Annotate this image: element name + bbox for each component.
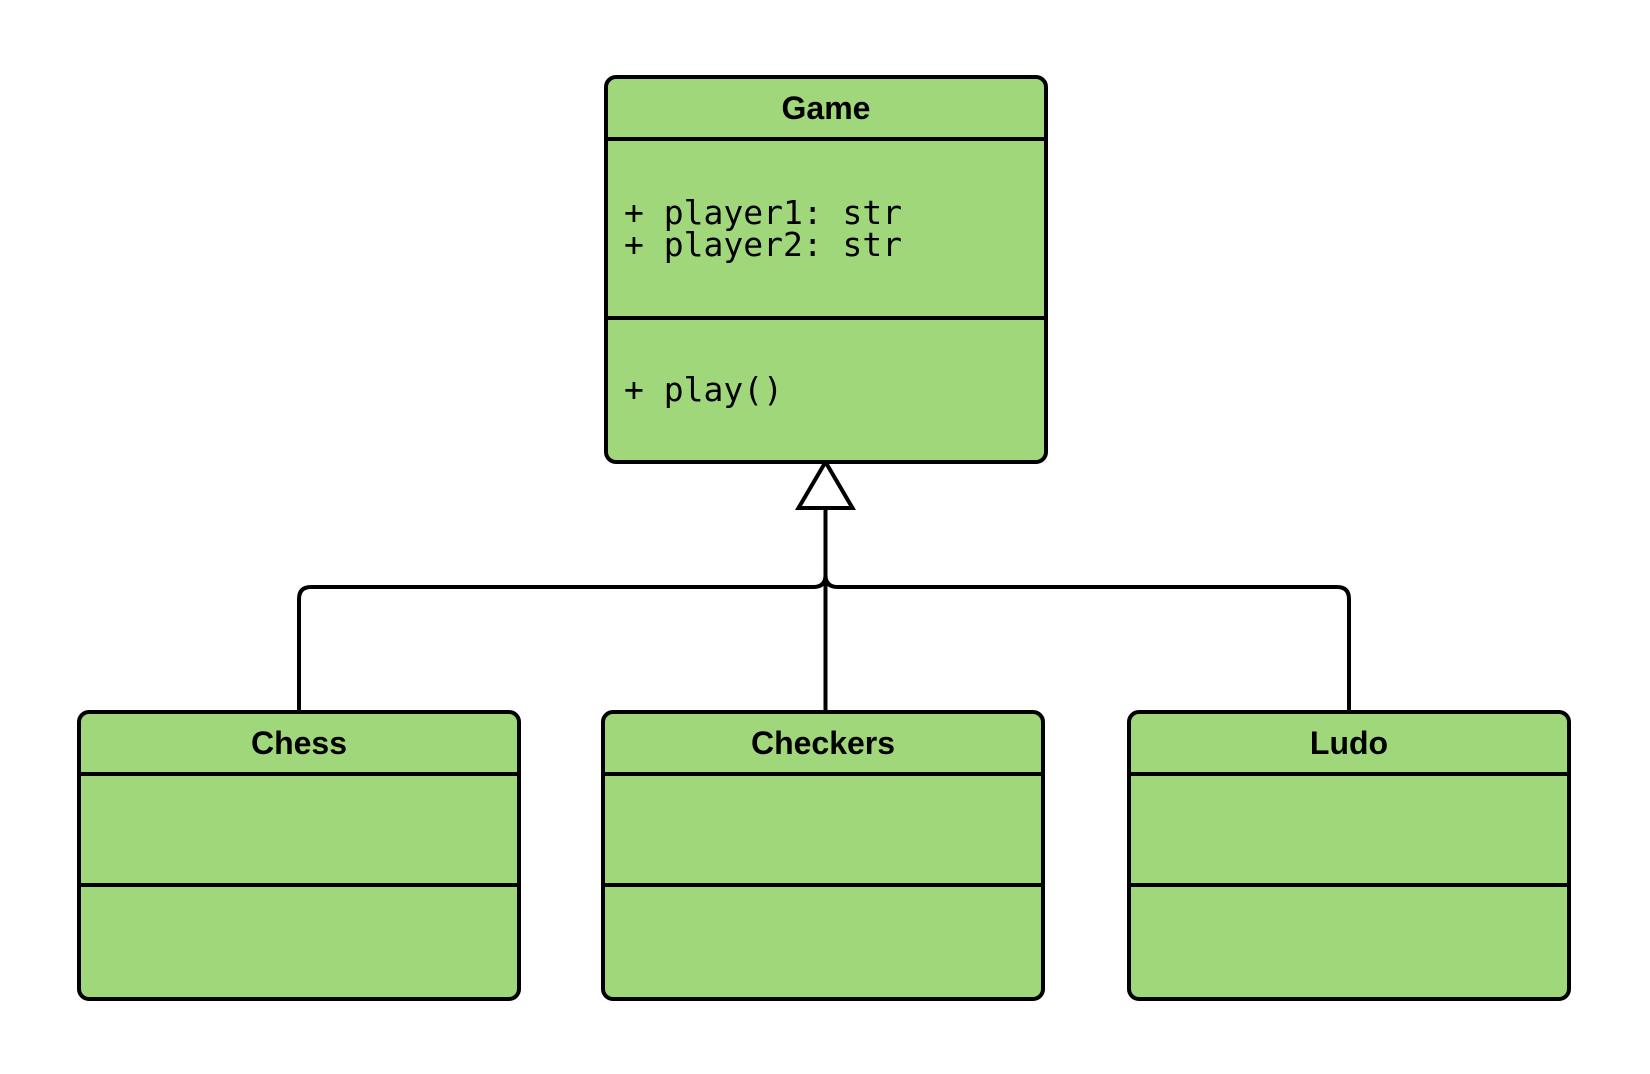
class-attributes-section [1131,776,1567,887]
class-attributes-section [81,776,517,887]
edge-chess-to-game[interactable] [297,508,828,712]
class-node-checkers[interactable]: Checkers [601,710,1045,1001]
class-node-chess[interactable]: Chess [77,710,521,1001]
attribute-line: + player1: str [624,192,903,232]
edge-ludo-to-game[interactable] [823,508,1351,712]
class-attributes-section [605,776,1041,887]
class-methods-section [81,887,517,997]
class-attributes-section: + player1: str + player2: str [608,141,1044,320]
class-title: Chess [81,714,517,776]
class-title: Checkers [605,714,1041,776]
attribute-line: + player2: str [624,224,903,264]
class-methods-section [1131,887,1567,997]
class-node-ludo[interactable]: Ludo [1127,710,1571,1001]
class-methods-section [605,887,1041,997]
class-methods-section: + play() [608,320,1044,460]
class-title: Ludo [1131,714,1567,776]
class-node-game[interactable]: Game + player1: str + player2: str + pla… [604,75,1048,464]
class-title: Game [608,79,1044,141]
method-line: + play() [624,370,783,409]
inheritance-arrowhead-icon [795,458,856,510]
